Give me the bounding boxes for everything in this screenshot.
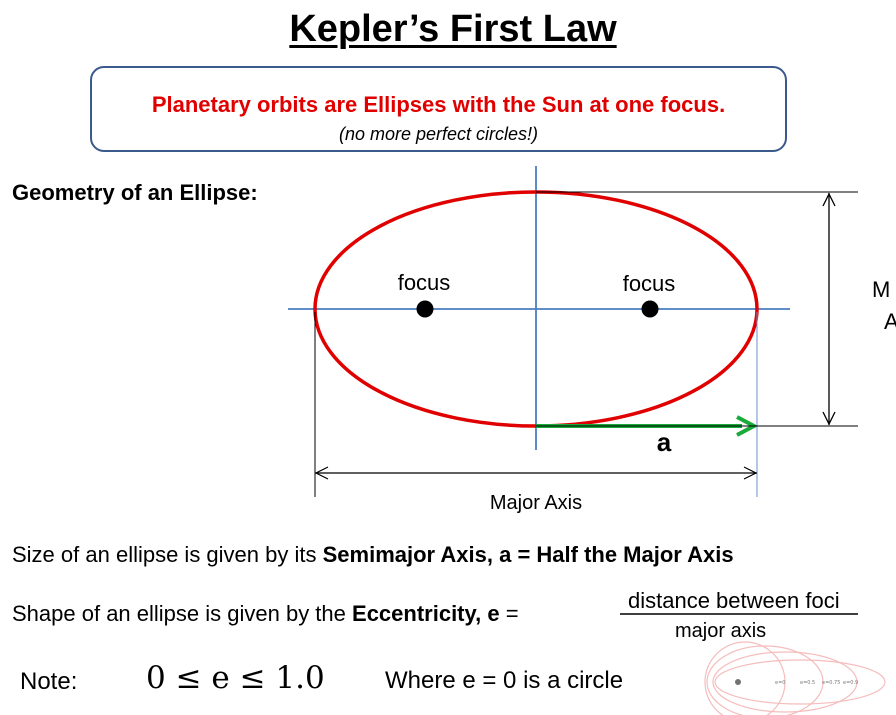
- fraction-denominator: major axis: [675, 620, 767, 642]
- semimajor-label: a: [657, 427, 672, 457]
- shape-line-prefix: Shape of an ellipse is given by the: [12, 601, 353, 626]
- focus-right-label: focus: [623, 271, 676, 296]
- size-line-prefix: Size of an ellipse is given by its: [12, 542, 323, 567]
- major-axis-label: Major Axis: [490, 492, 582, 514]
- minor-axis-label-line1: M: [872, 277, 890, 302]
- callout-box: [90, 66, 787, 152]
- shape-line-equals: =: [499, 601, 519, 626]
- fraction-numerator: distance between foci: [628, 588, 840, 613]
- geometry-heading: Geometry of an Ellipse:: [12, 180, 258, 205]
- minor-axis-label-line2: A: [884, 309, 896, 334]
- focus-left-label: focus: [398, 270, 451, 295]
- focus-right-dot: [641, 300, 659, 318]
- svg-text:e=0.75: e=0.75: [822, 680, 840, 686]
- svg-text:e=0.5: e=0.5: [800, 680, 815, 686]
- page-title: Kepler’s First Law: [289, 8, 617, 50]
- eccentricity-thumbnail: e=0 e=0.5 e=0.75 e=0.9: [704, 641, 886, 715]
- callout-sub-text: (no more perfect circles!): [338, 124, 539, 144]
- shape-line-bold: Eccentricity, e: [352, 601, 500, 626]
- shape-line: Shape of an ellipse is given by the Ecce…: [12, 601, 519, 627]
- svg-text:e=0: e=0: [775, 680, 785, 686]
- circle-note: Where e = 0 is a circle: [385, 667, 624, 694]
- focus-left-dot: [416, 300, 434, 318]
- size-line: Size of an ellipse is given by its Semim…: [12, 542, 734, 568]
- callout-main-text: Planetary orbits are Ellipses with the S…: [151, 92, 726, 117]
- svg-text:e=0.9: e=0.9: [843, 680, 858, 686]
- size-line-bold: Semimajor Axis, a = Half the Major Axis: [322, 542, 734, 567]
- note-label: Note:: [20, 668, 78, 695]
- eccentricity-inequality: 0 ≤ e ≤ 1.0: [146, 660, 325, 696]
